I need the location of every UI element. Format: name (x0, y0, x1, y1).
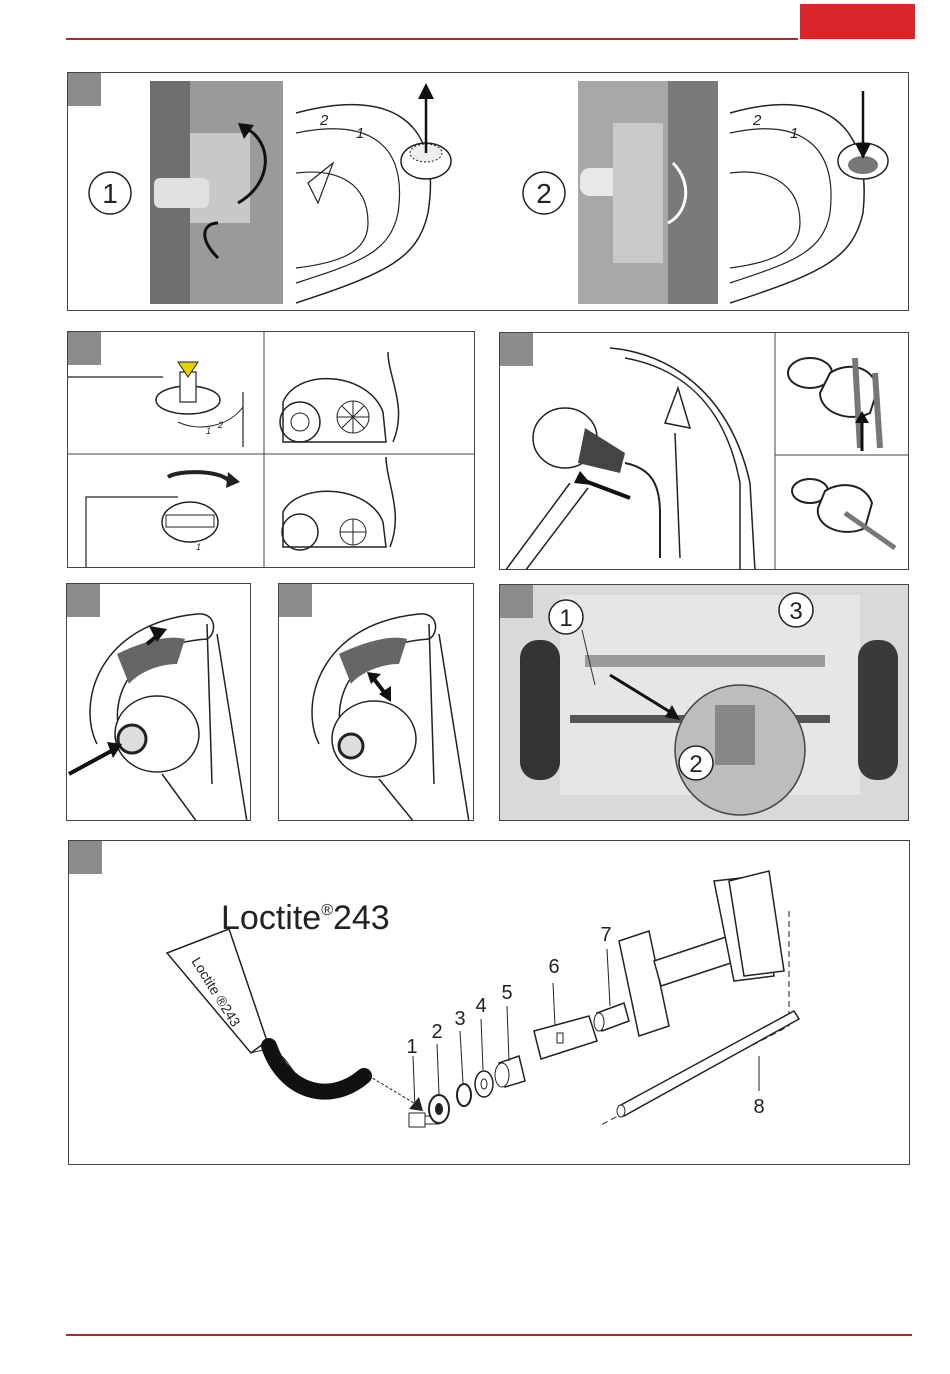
callout-3: 3 (789, 598, 802, 625)
press-arrow (69, 749, 115, 774)
panel-number-tag (69, 841, 102, 874)
switch-on-illustration (67, 584, 251, 821)
part-label: 2 (431, 1021, 442, 1043)
switch-release-illustration (279, 584, 474, 821)
panel-number-tag (500, 585, 533, 618)
svg-text:2: 2 (217, 420, 223, 430)
rotate-arrow (168, 472, 228, 480)
panel-number-tag (67, 584, 100, 617)
panel-cable-connection (499, 332, 909, 570)
right-wheel (858, 640, 898, 780)
part-label: 8 (753, 1096, 764, 1118)
plug (578, 428, 625, 473)
part-spacer (495, 1056, 525, 1087)
svg-text:1: 1 (356, 125, 364, 142)
panel-switch-release (278, 583, 474, 821)
svg-text:2: 2 (752, 112, 762, 129)
cable-connection-illustration (500, 333, 909, 570)
working-depth-illustration: 1 2 1 (68, 332, 475, 568)
header-accent-tab (800, 4, 915, 39)
footer-rule (66, 1334, 912, 1336)
panel-tine-shaft-removal: 1 2 3 (499, 584, 909, 821)
panel-tine-shaft-assembly: Loctite®243 Loctite ®243 1 2 (68, 840, 910, 1165)
product-title: Loctite®243 (221, 899, 390, 937)
part-washer-large (475, 1071, 493, 1097)
part-bushing (594, 1003, 629, 1031)
step-number-2: 2 (536, 178, 552, 209)
part-bearing (429, 1095, 449, 1123)
panel-working-depth: 1 2 1 (67, 331, 475, 568)
panel-number-tag (68, 73, 101, 106)
left-wheel (520, 640, 560, 780)
part-label: 4 (475, 995, 486, 1017)
svg-text:1: 1 (196, 542, 201, 552)
part-label: 1 (406, 1036, 417, 1058)
part-label: 3 (454, 1008, 465, 1030)
panel-switch-on (66, 583, 251, 821)
part-label: 7 (600, 924, 611, 946)
panel-number-tag (500, 333, 533, 366)
loctite-tube: Loctite ®243 (167, 929, 364, 1092)
svg-text:2: 2 (319, 112, 329, 129)
part-tine-star (534, 1016, 597, 1059)
panel-height-adjustment: 1 2 1 2 2 1 (67, 72, 909, 311)
panel-number-tag (279, 584, 312, 617)
part-label: 6 (548, 956, 559, 978)
svg-text:1: 1 (790, 125, 798, 142)
svg-text:1: 1 (206, 426, 211, 436)
part-washer-small (457, 1084, 471, 1106)
part-label: 5 (501, 982, 512, 1004)
callout-1: 1 (559, 605, 572, 632)
start-button (118, 725, 146, 753)
header-rule (66, 38, 798, 40)
strain-relief-hook (665, 388, 690, 428)
panel-number-tag (68, 332, 101, 365)
exploded-assembly-diagram: Loctite®243 Loctite ®243 1 2 (69, 841, 910, 1165)
step-number-1: 1 (102, 178, 118, 209)
insert-arrow (585, 481, 630, 498)
height-adjustment-illustration: 1 2 1 2 2 1 (68, 73, 909, 311)
part-tine-set (619, 871, 784, 1036)
callout-2: 2 (689, 751, 702, 778)
tine-shaft-photo: 1 2 3 (500, 585, 909, 821)
